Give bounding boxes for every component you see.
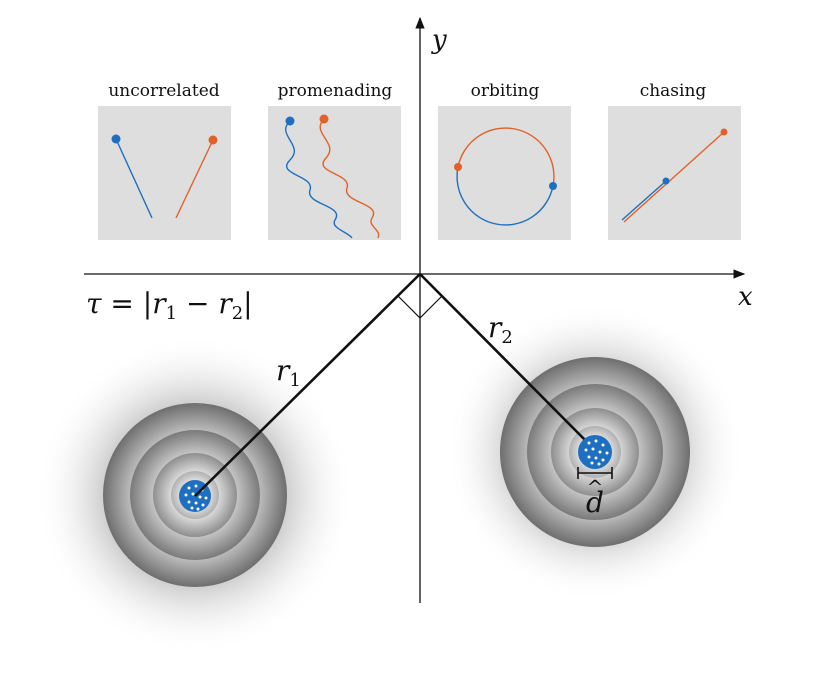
vector-r2: r2 [419,273,596,451]
right-angle-marker [397,295,443,319]
diameter-marker: ^ d [577,467,613,519]
axes: x y [84,16,753,603]
panel-label-uncorrelated: uncorrelated [108,81,219,101]
panel-promenading: promenading [268,81,401,240]
agent-particle-right [578,435,612,469]
vector-r2-label: r2 [488,311,513,348]
vector-r1-label: r1 [276,354,301,391]
panel-label-orbiting: orbiting [471,81,540,101]
y-axis-label: y [431,25,447,55]
panel-label-promenading: promenading [278,81,393,101]
d-hat-accent: ^ [587,475,604,499]
panel-orbiting: orbiting [438,81,571,240]
d-hat-label: d [586,486,604,519]
vector-r1: r1 [194,273,421,497]
panel-uncorrelated: uncorrelated [98,81,231,240]
panel-chasing: chasing [608,81,741,240]
tau-equation: τ = |r1 − r2| [86,287,253,324]
panel-label-chasing: chasing [640,81,707,101]
x-axis-label: x [738,282,753,312]
